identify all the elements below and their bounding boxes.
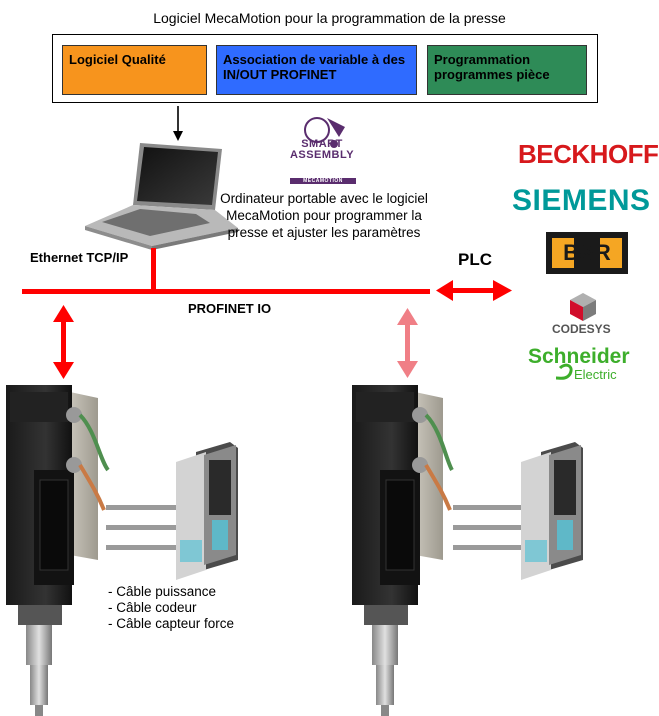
- cables-right: [453, 505, 531, 550]
- smart-assembly-text: SMART ASSEMBLY: [286, 139, 358, 161]
- double-arrow-left-press: [53, 305, 74, 379]
- smart-assembly-logo: [290, 117, 356, 184]
- cable-list: - Câble puissance - Câble codeur - Câble…: [108, 584, 234, 632]
- cable-item-encoder: - Câble codeur: [108, 600, 197, 615]
- diagram-title: Logiciel MecaMotion pour la programmatio…: [153, 10, 506, 26]
- plc-label: PLC: [458, 250, 492, 269]
- servo-drive-right: [521, 442, 583, 580]
- siemens-logo: SIEMENS: [512, 184, 651, 217]
- servo-press-right: [352, 385, 454, 716]
- software-frame: [52, 34, 598, 103]
- smart-assembly-line2: ASSEMBLY: [289, 149, 355, 161]
- schneider-leaf-icon: [555, 363, 573, 380]
- br-logo: B&R: [563, 240, 611, 265]
- beckhoff-logo: BECKHOFF: [518, 139, 659, 169]
- servo-drive-left: [176, 442, 238, 580]
- ethernet-label: Ethernet TCP/IP: [30, 250, 129, 265]
- smart-assembly-mecamotion: MECAMOTION: [303, 178, 343, 184]
- schneider-electric-logo: Electric: [574, 367, 617, 382]
- laptop-icon: [85, 143, 238, 250]
- double-arrow-right-press: [397, 308, 418, 378]
- double-arrow-plc: [436, 280, 512, 301]
- box-programmation: Programmation programmes pièce: [427, 45, 587, 95]
- codesys-logo: CODESYS: [552, 322, 611, 336]
- laptop-caption: Ordinateur portable avec le logiciel Mec…: [220, 191, 428, 240]
- smart-assembly-line1: SMART: [301, 138, 343, 150]
- codesys-cube-icon: [570, 293, 596, 321]
- profinet-label: PROFINET IO: [188, 301, 272, 316]
- profinet-network-line: [22, 248, 430, 294]
- box-association-variable: Association de variable à des IN/OUT PRO…: [216, 45, 417, 95]
- arrow-frame-to-laptop: [173, 106, 183, 141]
- cables-left: [106, 505, 184, 550]
- cable-item-power: - Câble puissance: [108, 584, 217, 599]
- box-logiciel-qualite: Logiciel Qualité: [62, 45, 207, 95]
- cable-item-force-sensor: - Câble capteur force: [108, 616, 235, 631]
- schneider-logo: Schneider: [528, 345, 630, 368]
- servo-press-left: [6, 385, 110, 716]
- br-logo-bg: [546, 232, 628, 274]
